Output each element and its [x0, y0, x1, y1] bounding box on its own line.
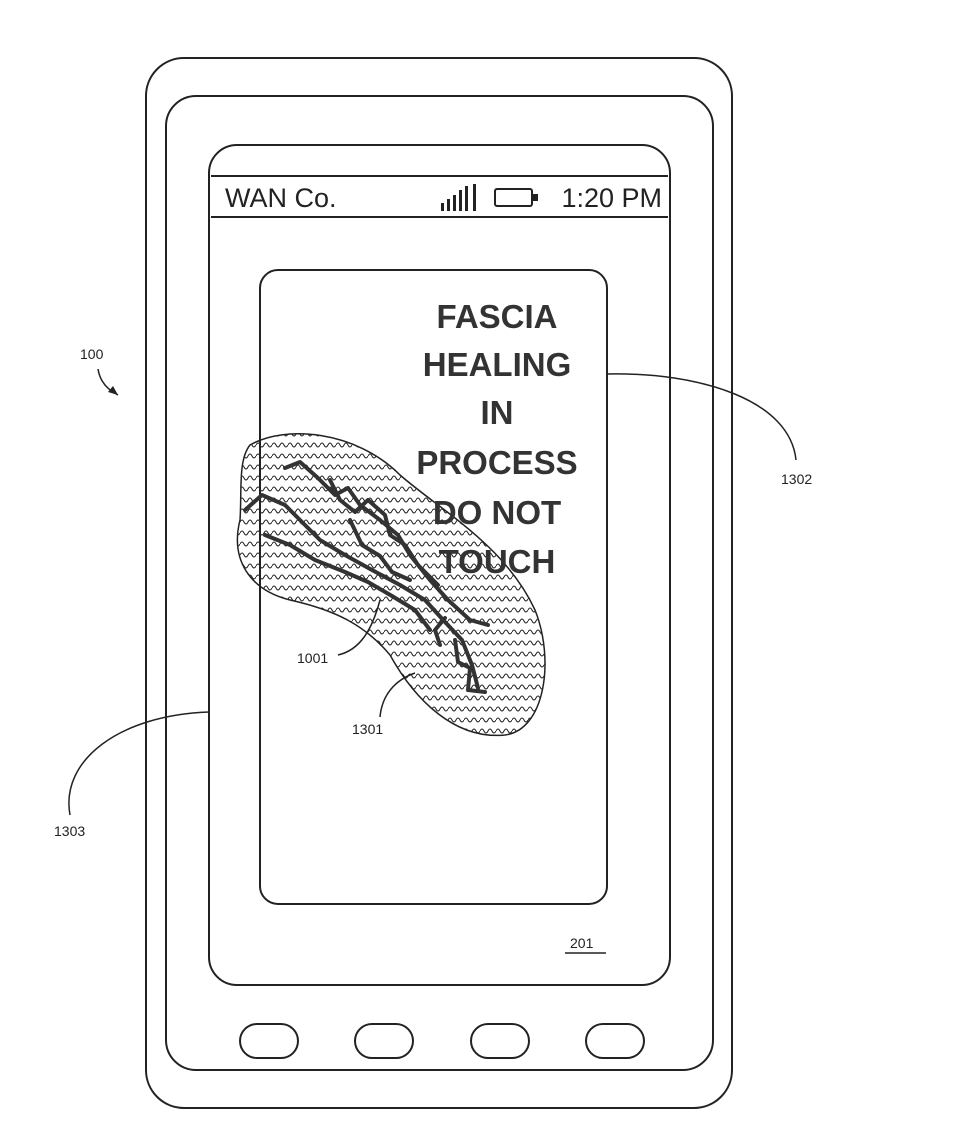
phone-outer-frame: [145, 57, 733, 1109]
signal-bars-icon: [441, 184, 476, 211]
banner-line-1: FASCIA: [436, 298, 557, 335]
warning-banner: FASCIA HEALING IN PROCESS DO NOT TOUCH: [416, 298, 577, 580]
display-screen: [208, 144, 671, 986]
clock-time: 1:20 PM: [561, 183, 662, 213]
ref-1301-leader: [379, 672, 416, 718]
ref-1001-leader: [337, 599, 381, 656]
ref-1302-leader: [606, 373, 797, 461]
hardware-button-1[interactable]: [239, 1023, 299, 1059]
hardware-button-4[interactable]: [585, 1023, 645, 1059]
phone-inner-bezel: [165, 95, 714, 1071]
ref-1001: 1001: [297, 650, 328, 666]
ref-100: 100: [80, 346, 104, 362]
ref-100-arrow: [97, 368, 119, 396]
banner-line-3: IN: [481, 394, 514, 431]
ref-1303-leader: [68, 711, 210, 816]
injury-fascia-tear: [243, 460, 490, 694]
banner-line-2: HEALING: [423, 346, 572, 383]
hardware-buttons: [239, 1023, 645, 1059]
hardware-button-3[interactable]: [470, 1023, 530, 1059]
hardware-button-2[interactable]: [354, 1023, 414, 1059]
banner-line-4: PROCESS: [416, 444, 577, 481]
ref-1303: 1303: [54, 823, 85, 839]
battery-icon: [494, 188, 538, 207]
ref-1301: 1301: [352, 721, 383, 737]
banner-line-6: TOUCH: [439, 543, 556, 580]
banner-line-5: DO NOT: [433, 494, 561, 531]
ref-201: 201: [570, 935, 594, 951]
phone-device: [145, 57, 733, 1109]
ref-1302: 1302: [781, 471, 812, 487]
carrier-label: WAN Co.: [225, 183, 337, 213]
